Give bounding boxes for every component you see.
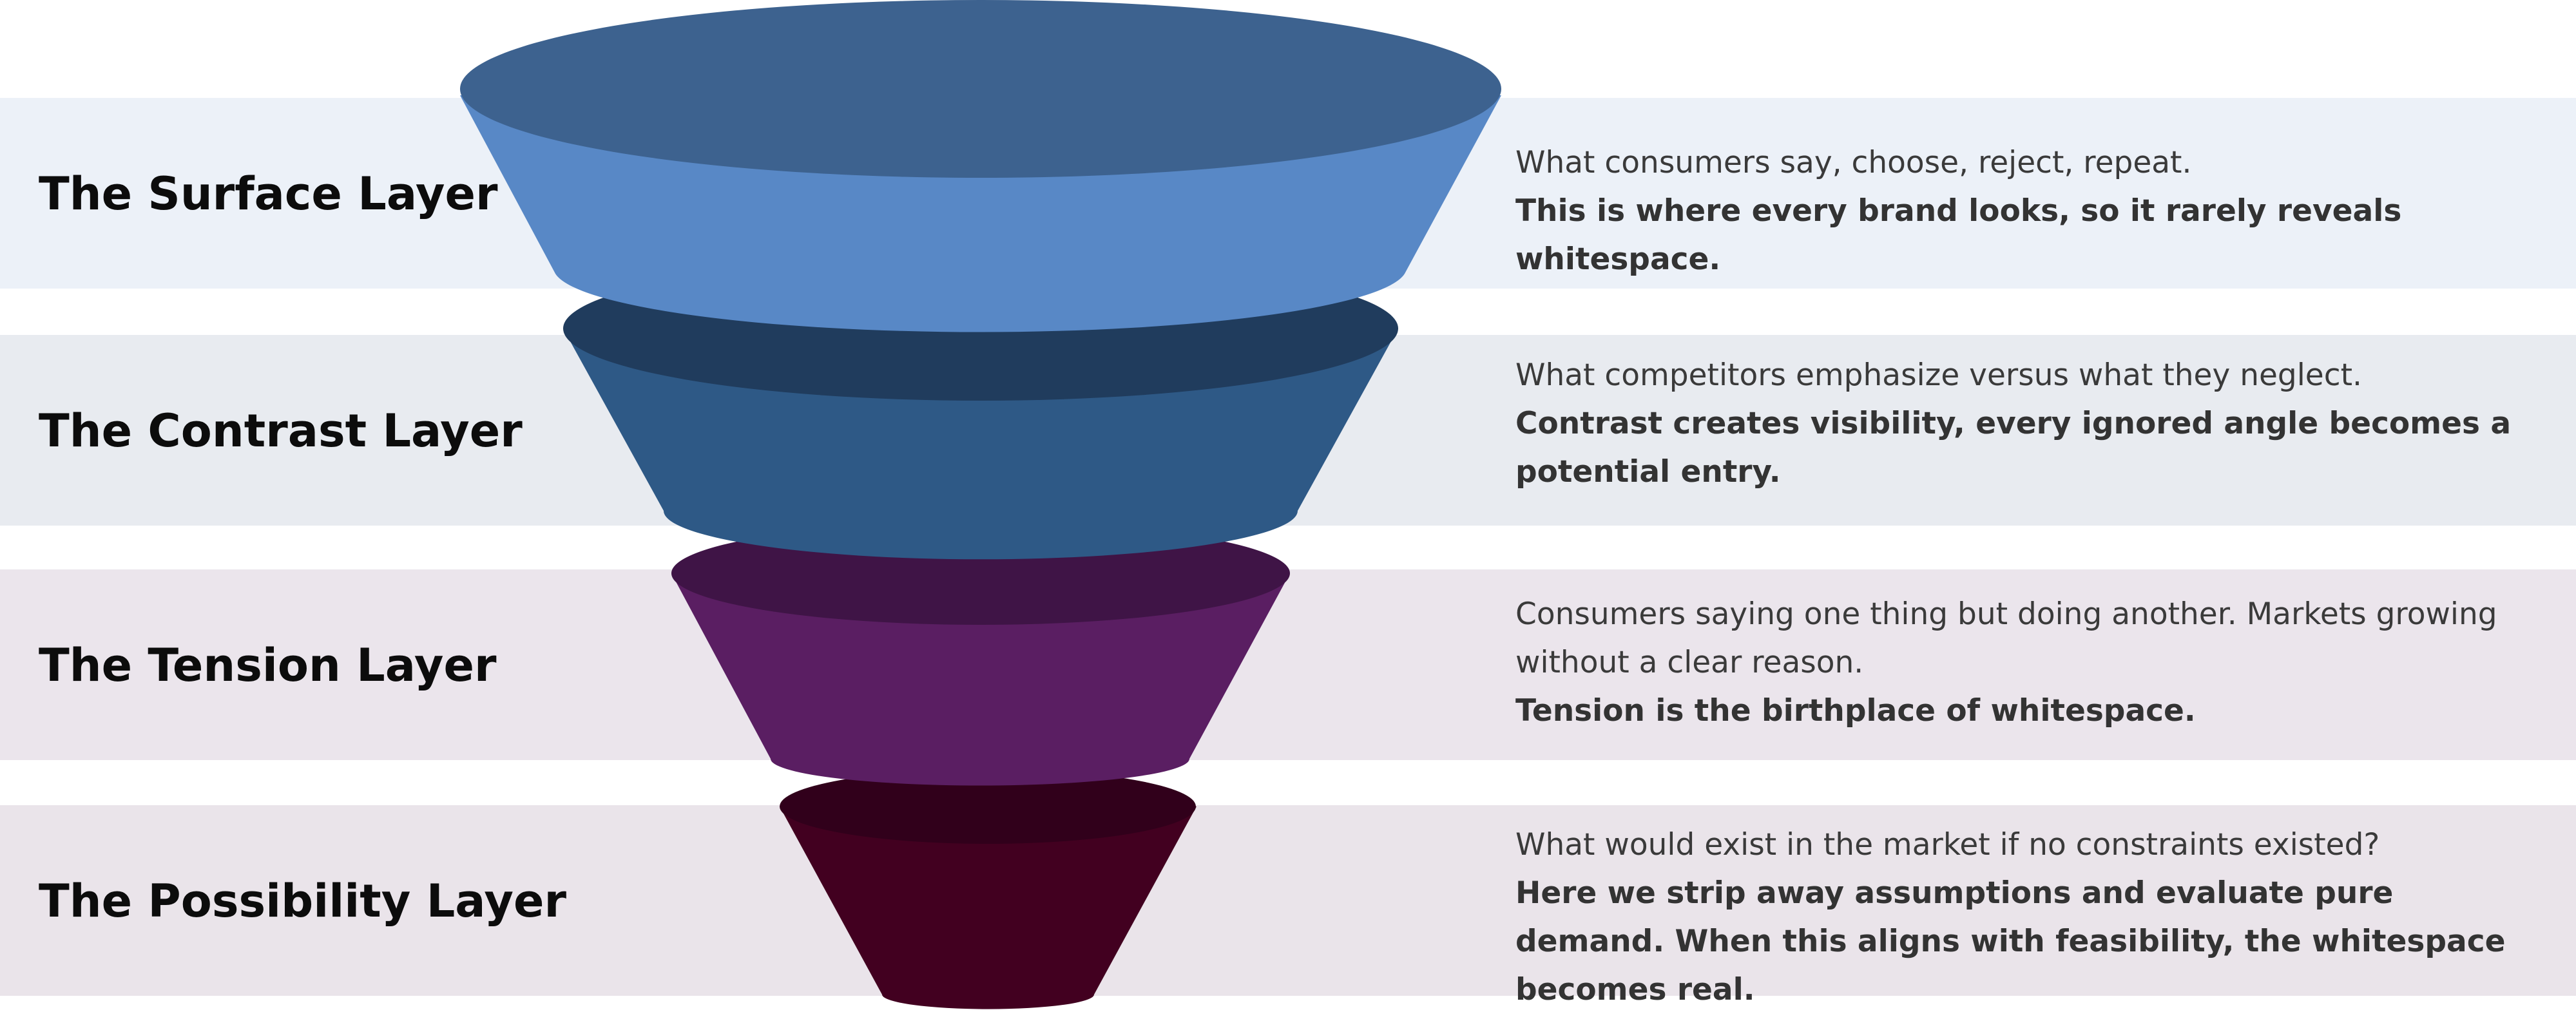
layer-description-contrast: What competitors emphasize versus what t… [1515, 351, 2533, 496]
funnel-segment-tension-body [671, 573, 1290, 786]
funnel-segment-possibility-rim [780, 769, 1196, 844]
funnel-segment-possibility-body [780, 806, 1197, 1009]
layer-description-text: What consumers say, choose, reject, repe… [1515, 145, 2192, 180]
layer-description-tension: Consumers saying one thing but doing ano… [1515, 590, 2533, 735]
layer-band-possibility [0, 805, 2576, 996]
layer-emphasis-text: Here we strip away assumptions and evalu… [1515, 875, 2506, 1007]
layer-emphasis-text: This is where every brand looks, so it r… [1515, 193, 2402, 277]
layer-title-contrast: The Contrast Layer [39, 405, 523, 457]
layer-emphasis-text: Contrast creates visibility, every ignor… [1515, 406, 2512, 490]
layer-description-possibility: What would exist in the market if no con… [1515, 821, 2533, 1010]
layer-description-text: What would exist in the market if no con… [1515, 827, 2380, 862]
layer-description-text: What competitors emphasize versus what t… [1515, 357, 2362, 393]
layer-band-tension [0, 569, 2576, 760]
funnel-segment-tension [671, 522, 1290, 786]
funnel-segment-surface [460, 0, 1501, 332]
layer-title-possibility: The Possibility Layer [39, 875, 567, 928]
layer-title-tension: The Tension Layer [39, 639, 497, 692]
layer-emphasis-text: Tension is the birthplace of whitespace. [1515, 693, 2196, 729]
funnel-segment-surface-rim [460, 0, 1501, 178]
layer-description-surface: What consumers say, choose, reject, repe… [1515, 138, 2533, 283]
layer-title-surface: The Surface Layer [39, 167, 498, 220]
funnel-segment-possibility [780, 769, 1197, 1009]
layer-description-text: Consumers saying one thing but doing ano… [1515, 596, 2497, 680]
